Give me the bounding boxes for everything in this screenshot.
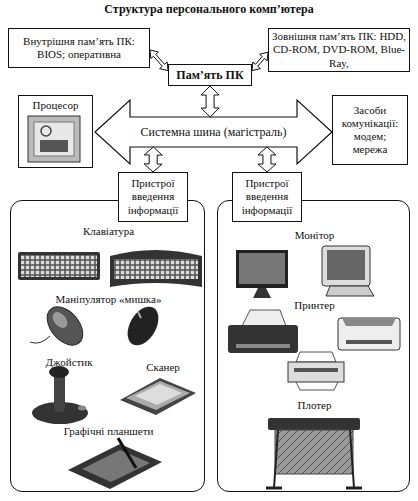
printer-image-part — [338, 318, 400, 350]
printer-image-part — [346, 340, 392, 344]
printer-image-part — [296, 382, 338, 390]
box-label: Зовнішня пам’ять ПК: HDD, CD-ROM, DVD-RO… — [271, 30, 407, 70]
device-label: Сканер — [123, 361, 203, 374]
printer-image-part — [296, 352, 336, 362]
bus-outline-path — [95, 100, 332, 164]
monitor-image-part — [322, 246, 370, 286]
box-label: Засоби комунікації: модем; мережа — [335, 104, 405, 157]
device-label: Маніпулятор «мишка» — [11, 293, 206, 306]
printer-image — [338, 318, 400, 350]
device-group: КлавіатураМаніпулятор «мишка» Джойстик Ска… — [10, 200, 205, 492]
keyboard-image-part — [21, 255, 97, 277]
joystick-image-part — [78, 406, 86, 411]
diagram-title: Структура персонального комп’ютера — [0, 2, 418, 17]
keyboard-image — [18, 252, 100, 280]
double-arrow — [258, 147, 276, 172]
scanner-image-part — [135, 384, 182, 405]
box-label: Пристрої введення інформації — [121, 177, 185, 217]
scanner-image — [120, 378, 196, 415]
printer-image-part — [242, 310, 286, 326]
monitor-image-part — [253, 288, 271, 298]
box-label: Процесор — [33, 99, 79, 112]
component-box: Пристрої введення інформації — [118, 172, 188, 222]
device-label: Принтер — [218, 299, 411, 312]
mouse-image-part — [50, 309, 71, 331]
keyboard-image-part — [110, 250, 202, 287]
mouse-image-part — [40, 300, 90, 352]
component-box: Пристрої введення інформації — [232, 172, 302, 222]
double-arrow — [252, 52, 268, 70]
double-arrow — [144, 147, 162, 172]
device-label: Графічні планшети — [11, 425, 206, 438]
component-box: Зовнішня пам’ять ПК: HDD, CD-ROM, DVD-RO… — [268, 28, 410, 72]
monitor-image-part — [236, 250, 288, 288]
mouse-image-part — [121, 301, 165, 350]
box-label: Пристрої введення інформації — [235, 177, 299, 217]
component-box: Пам’ять ПК — [168, 64, 252, 86]
box-label: Пам’ять ПК — [176, 68, 243, 82]
printer-image-part — [294, 368, 338, 372]
device-label: Монітор — [218, 229, 411, 242]
double-arrow — [150, 50, 168, 71]
joystick-image-part — [54, 372, 65, 412]
double-arrow — [201, 86, 219, 117]
device-label: Клавіатура — [11, 225, 206, 238]
printer-image-part — [342, 318, 396, 326]
monitor-image — [322, 246, 374, 296]
monitor-image — [236, 250, 288, 298]
keyboard-image-part — [18, 252, 100, 280]
tablet-image-part — [82, 450, 150, 482]
mouse-image — [30, 300, 90, 352]
joystick-image — [32, 366, 88, 424]
mouse-image-part — [138, 312, 141, 318]
monitor-image-part — [239, 253, 285, 284]
plotter-image-part — [268, 418, 360, 430]
printer-image — [228, 310, 298, 353]
scanner-image-part — [120, 378, 196, 415]
box-label: Внутрішня пам’ять ПК: BIOS; оперативна — [11, 35, 147, 61]
plotter-image-part — [266, 487, 362, 490]
component-box: Внутрішня пам’ять ПК: BIOS; оперативна — [8, 28, 150, 68]
plotter-image-part — [274, 430, 354, 488]
plotter-image-part — [275, 430, 353, 474]
printer-image — [288, 352, 344, 390]
component-box: Засоби комунікації: модем; мережа — [332, 95, 408, 165]
tablet-image — [68, 438, 162, 489]
keyboard-image-part — [114, 259, 198, 279]
printer-image-part — [228, 325, 298, 353]
scanner-image-part — [126, 381, 190, 410]
joystick-image-part — [32, 402, 88, 424]
mouse-image — [121, 301, 165, 350]
tablet-image-part — [118, 438, 136, 468]
monitor-image-part — [326, 286, 374, 296]
component-box: Процесор — [18, 95, 93, 168]
printer-image-part — [288, 362, 344, 382]
bus-arrow: Системна шина (магістраль) — [130, 117, 297, 147]
monitor-image-part — [327, 250, 365, 280]
plotter-image — [266, 418, 362, 488]
tablet-image-part — [68, 444, 162, 489]
printer-image-part — [236, 344, 290, 348]
device-label: Джойстик — [29, 356, 109, 369]
mouse-image-part — [30, 336, 50, 343]
device-group: МоніторПринтерПлотер — [217, 200, 410, 492]
device-label: Плотер — [218, 399, 411, 412]
box-label: Системна шина (магістраль) — [141, 125, 287, 139]
keyboard-image — [110, 250, 202, 287]
